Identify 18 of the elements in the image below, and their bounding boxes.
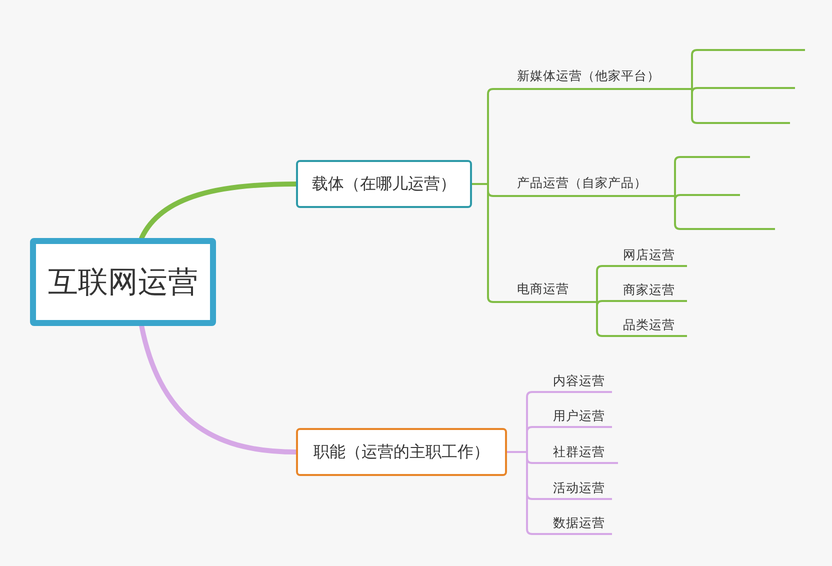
connector <box>596 300 604 307</box>
branch-label: 新媒体运营（他家平台） <box>494 66 690 90</box>
branch-label: 产品运营（自家产品） <box>494 173 673 197</box>
branch-label: 商家运营 <box>603 280 687 302</box>
topic-box: 载体（在哪儿运营） <box>296 160 472 208</box>
branch-label: 活动运营 <box>533 478 612 500</box>
topic-box: 职能（运营的主职工作） <box>296 428 507 476</box>
connector <box>139 182 298 240</box>
branch-label: 内容运营 <box>533 371 612 393</box>
central-topic-box: 互联网运营 <box>30 238 216 326</box>
branch-label: 网店运营 <box>603 245 687 267</box>
branch-label: 社群运营 <box>533 442 618 464</box>
branch-label: 品类运营 <box>603 315 687 337</box>
connector <box>596 265 604 303</box>
connector <box>139 324 298 454</box>
branch-label: 用户运营 <box>533 406 612 428</box>
branch-label: 数据运营 <box>533 513 612 535</box>
branch-label: 电商运营 <box>494 279 597 303</box>
